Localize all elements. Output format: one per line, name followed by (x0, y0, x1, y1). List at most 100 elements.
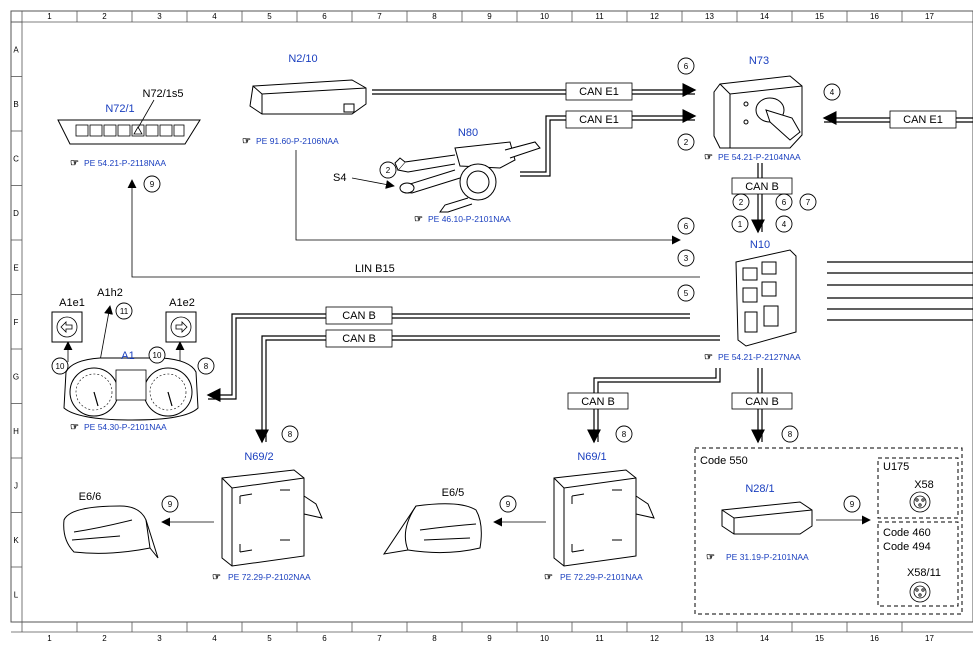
callout-10: 10 (148, 346, 166, 364)
code-460-494-box (877, 521, 959, 607)
grid-row-label: G (13, 372, 19, 381)
ref-n73: PE 54.21-P-2104NAA (718, 152, 801, 162)
grid-col-label: 15 (815, 12, 824, 21)
label-a1e1: A1e1 (59, 297, 85, 309)
svg-text:4: 4 (782, 220, 787, 229)
grid-col-label: 7 (377, 12, 382, 21)
grid-col-label: 9 (487, 12, 492, 21)
svg-text:8: 8 (622, 430, 627, 439)
label-code-550: Code 550 (700, 455, 748, 467)
svg-text:☞: ☞ (212, 572, 221, 583)
callout-10: 10 (51, 357, 69, 375)
label-n28-1: N28/1 (745, 483, 774, 495)
n80-steering-module (394, 141, 541, 213)
grid-col-label: 4 (212, 634, 217, 643)
grid-col-label: 6 (322, 12, 327, 21)
n73-ignition-switch (713, 75, 803, 149)
grid-row-label: F (14, 318, 19, 327)
svg-text:☞: ☞ (70, 422, 79, 433)
grid-col-label: 17 (925, 634, 934, 643)
grid-col-label: 13 (705, 634, 714, 643)
n2-10-module (249, 79, 367, 115)
svg-text:9: 9 (150, 180, 155, 189)
e6-5-mirror (382, 503, 482, 555)
svg-text:2: 2 (684, 138, 689, 147)
svg-text:8: 8 (204, 362, 209, 371)
grid-col-label: 12 (650, 12, 659, 21)
svg-text:10: 10 (153, 351, 162, 360)
callout-6: 6 (677, 217, 695, 235)
grid-col-label: 14 (760, 634, 769, 643)
label-u175: U175 (883, 461, 909, 473)
grid-col-label: 8 (432, 12, 437, 21)
svg-text:☞: ☞ (544, 572, 553, 583)
grid-row-label: D (13, 209, 19, 218)
grid-col-label: 2 (102, 634, 107, 643)
label-n72-1: N72/1 (105, 103, 134, 115)
svg-text:6: 6 (684, 62, 689, 71)
grid-col-label: 7 (377, 634, 382, 643)
n28-1-module (721, 501, 813, 535)
grid-col-label: 8 (432, 634, 437, 643)
callout-4: 4 (823, 83, 841, 101)
a1-instrument-cluster (63, 357, 199, 421)
callout-9: 9 (143, 175, 161, 193)
svg-text:2: 2 (386, 166, 391, 175)
label-x58-11: X58/11 (907, 567, 941, 579)
svg-text:CAN E1: CAN E1 (579, 114, 619, 126)
label-x58: X58 (914, 479, 934, 491)
n69-1-door-module (553, 469, 655, 567)
svg-text:6: 6 (782, 198, 787, 207)
grid-row-label: E (13, 263, 18, 272)
callout-1: 1 (731, 215, 749, 233)
label-n69-1: N69/1 (577, 451, 606, 463)
svg-text:6: 6 (684, 222, 689, 231)
callout-5: 5 (677, 284, 695, 302)
grid-col-label: 5 (267, 12, 272, 21)
svg-text:CAN E1: CAN E1 (903, 114, 943, 126)
grid-col-label: 13 (705, 12, 714, 21)
callout-8: 8 (615, 425, 633, 443)
ref-n69-1: PE 72.29-P-2101NAA (560, 572, 643, 582)
left-arrow-icon (60, 321, 73, 333)
label-a1: A1 (121, 350, 134, 362)
grid-col-label: 15 (815, 634, 824, 643)
grid-row-label: K (13, 536, 19, 545)
e6-6-mirror (63, 505, 159, 559)
grid-col-label: 3 (157, 12, 162, 21)
grid-col-label: 16 (870, 12, 879, 21)
x58-11-connector-icon (909, 581, 931, 603)
bus-label-can-e1-3 (889, 110, 957, 129)
grid-row-label: C (13, 154, 19, 163)
right-arrow-icon (175, 321, 188, 333)
grid-col-label: 11 (595, 634, 604, 643)
svg-text:☞: ☞ (242, 136, 251, 147)
callout-8: 8 (197, 357, 215, 375)
grid-col-label: 10 (540, 12, 549, 21)
svg-text:☞: ☞ (414, 214, 423, 225)
label-code-494: Code 494 (883, 541, 931, 553)
grid-col-label: 1 (47, 634, 52, 643)
svg-text:10: 10 (56, 362, 65, 371)
callout-8: 8 (281, 425, 299, 443)
grid-col-label: 12 (650, 634, 659, 643)
callout-11: 11 (115, 302, 133, 320)
ref-n69-2: PE 72.29-P-2102NAA (228, 572, 311, 582)
svg-text:9: 9 (506, 500, 511, 509)
bus-label-can-b-n28-1 (731, 392, 793, 410)
callout-2: 2 (677, 133, 695, 151)
hazard-icon (133, 126, 143, 135)
svg-text:☞: ☞ (706, 552, 715, 563)
ref-a1: PE 54.30-P-2101NAA (84, 422, 167, 432)
x58-connector-icon (909, 491, 931, 513)
bus-label-can-b-n73 (731, 177, 793, 195)
svg-text:CAN B: CAN B (745, 396, 779, 408)
label-e6-6: E6/6 (79, 491, 102, 503)
callout-7: 7 (799, 193, 817, 211)
ref-n28-1: PE 31.19-P-2101NAA (726, 552, 809, 562)
label-n73: N73 (749, 55, 769, 67)
svg-text:8: 8 (288, 430, 293, 439)
callout-6: 6 (677, 57, 695, 75)
svg-text:3: 3 (684, 254, 689, 263)
n72-1-panel (57, 99, 201, 145)
